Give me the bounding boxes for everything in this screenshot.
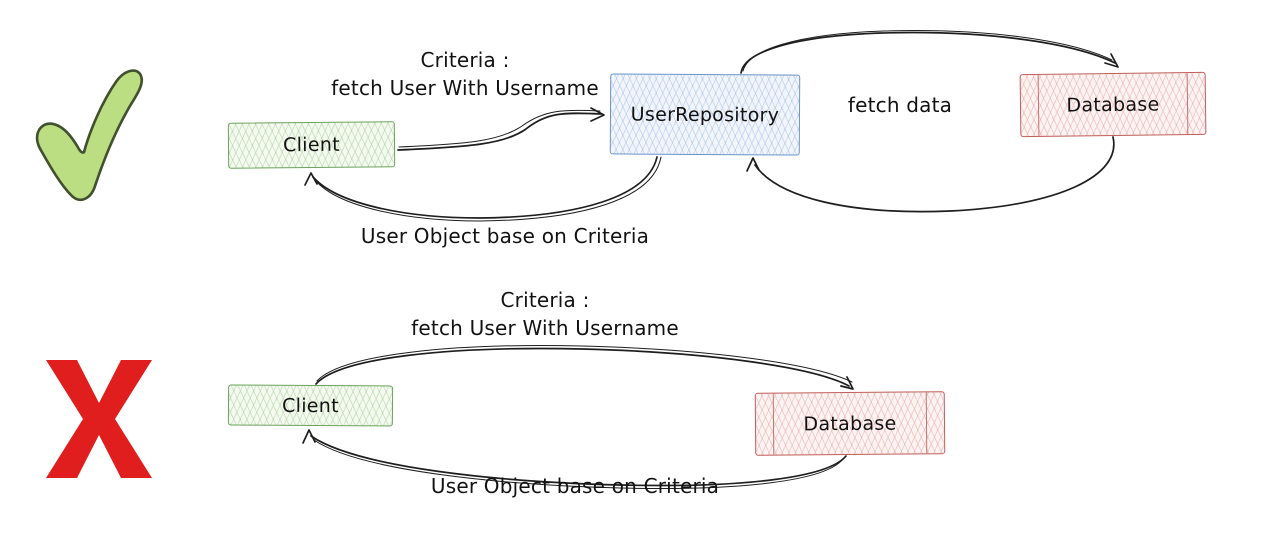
fetch-data-label: fetch data bbox=[847, 93, 953, 117]
node-database-bottom-label: Database bbox=[803, 412, 897, 435]
request-label-bottom-line1: Criteria : bbox=[500, 288, 590, 312]
arrow-client-to-database-echo bbox=[316, 345, 853, 383]
arrowhead-into-repository-bottom bbox=[746, 157, 760, 172]
database-rib-left bbox=[1037, 74, 1040, 136]
request-label-top-line1: Criteria : bbox=[420, 48, 510, 72]
node-user-repository: UserRepository bbox=[609, 73, 801, 156]
arrowhead-into-client-bottom bbox=[304, 172, 318, 186]
request-label-bottom-line2: fetch User With Username bbox=[411, 316, 679, 340]
arrowhead-into-database-bottom-flow bbox=[840, 376, 854, 390]
arrow-client-to-repository bbox=[397, 112, 602, 151]
node-client-bottom-label: Client bbox=[282, 394, 339, 417]
request-label-top: Criteria : fetch User With Username bbox=[315, 46, 615, 102]
return-label-top: User Object base on Criteria bbox=[360, 224, 650, 248]
arrowhead-into-database-top bbox=[1104, 53, 1119, 68]
request-label-bottom: Criteria : fetch User With Username bbox=[395, 286, 695, 342]
arrow-client-to-database bbox=[315, 347, 850, 387]
node-client-top: Client bbox=[227, 121, 396, 169]
database-rib-right bbox=[1186, 73, 1189, 135]
node-database-top-label: Database bbox=[1066, 92, 1160, 117]
database-rib-left bbox=[772, 393, 775, 455]
arrow-database-to-repository bbox=[754, 136, 1115, 213]
node-database-top: Database bbox=[1019, 71, 1207, 138]
checkmark-icon bbox=[30, 64, 144, 206]
arrow-client-to-repository-echo bbox=[398, 109, 601, 148]
x-icon bbox=[46, 360, 152, 478]
database-rib-right bbox=[925, 392, 928, 454]
arrow-repository-to-database-echo bbox=[742, 30, 1113, 72]
arrowhead-into-client-bottom-flow bbox=[302, 429, 316, 444]
arrow-repository-to-database bbox=[740, 31, 1116, 74]
return-label-bottom: User Object base on Criteria bbox=[430, 474, 720, 498]
node-user-repository-label: UserRepository bbox=[630, 103, 780, 126]
node-client-top-label: Client bbox=[282, 133, 341, 157]
node-client-bottom: Client bbox=[227, 384, 394, 427]
node-database-bottom: Database bbox=[754, 391, 946, 456]
arrowhead-into-repository bbox=[590, 107, 605, 122]
request-label-top-line2: fetch User With Username bbox=[331, 76, 599, 100]
